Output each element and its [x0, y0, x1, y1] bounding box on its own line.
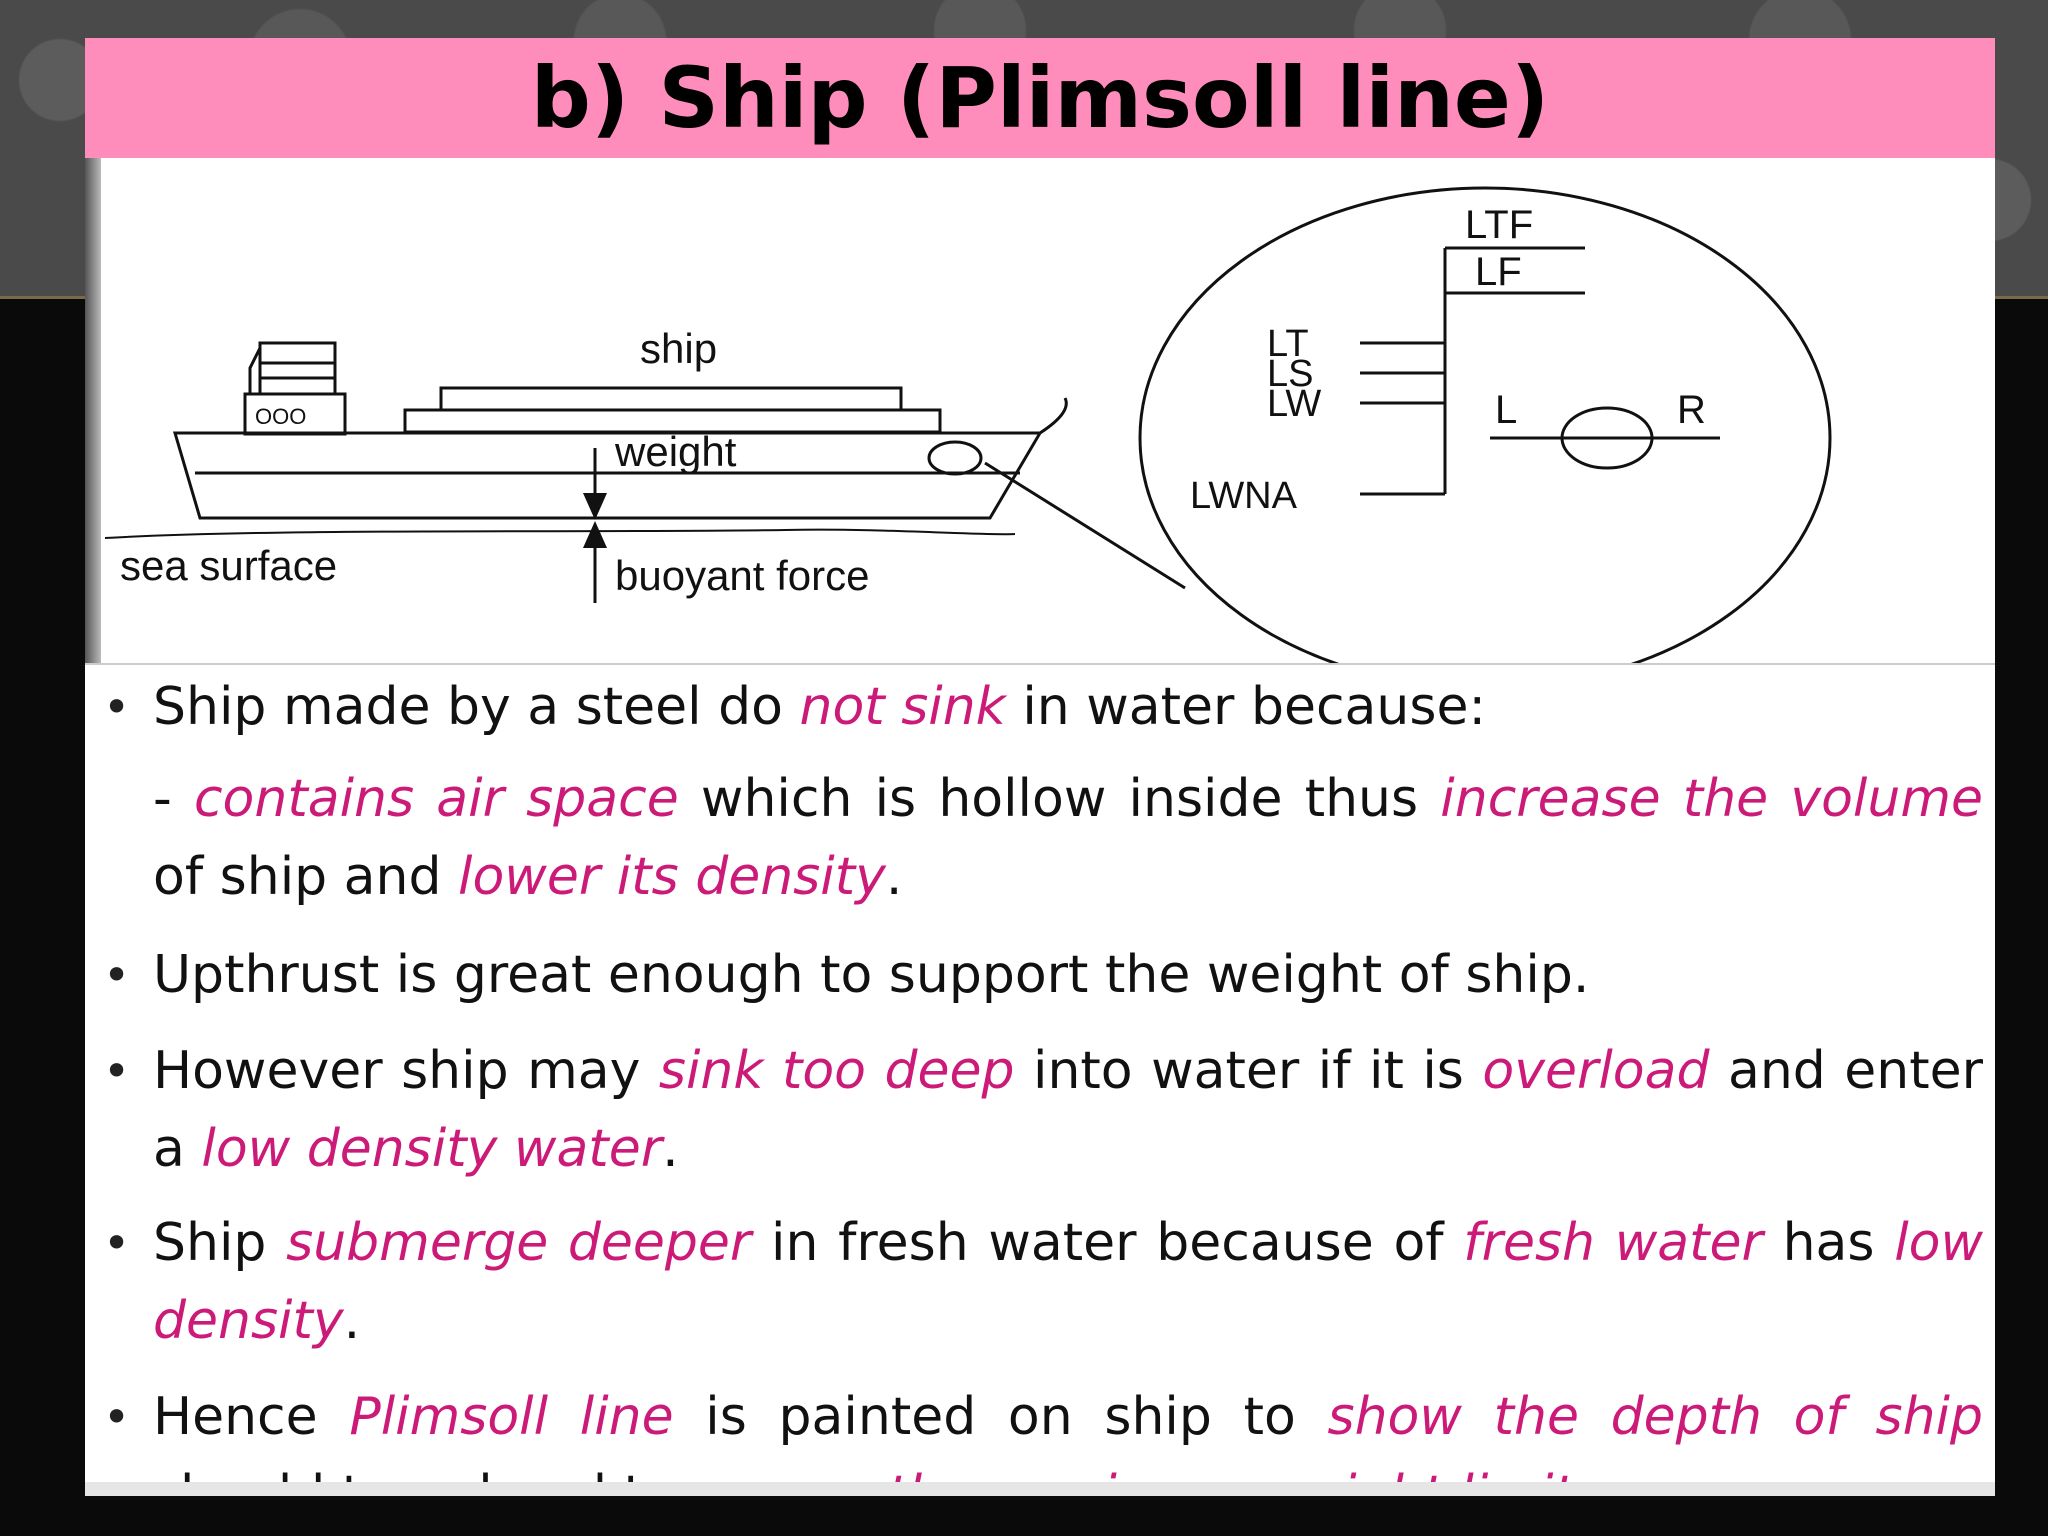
emphasis-text: Plimsoll line [349, 1387, 674, 1447]
diagram-edge-shadow [85, 158, 101, 663]
bullet-list: • Ship made by a steel do not sink in wa… [85, 668, 1995, 1496]
emphasis-text: show the depth of ship [1327, 1387, 1984, 1447]
mark-ltf: LTF [1465, 203, 1533, 247]
body-text: Ship [153, 1213, 287, 1273]
emphasis-text: sink too deep [658, 1041, 1015, 1101]
body-text: and enter a [153, 1041, 1983, 1179]
container-row-bottom [403, 408, 942, 434]
emphasis-text: not sink [799, 677, 1006, 737]
bullet-text: Ship submerge deeper in fresh water beca… [153, 1204, 1983, 1360]
plimsoll-disc [1560, 406, 1654, 470]
ship-funnel [248, 347, 262, 394]
body-text: . [343, 1291, 361, 1351]
ship-label: ship [640, 325, 717, 372]
mark-r: R [1677, 388, 1706, 432]
bullet-dot: • [103, 948, 131, 1002]
slide: b) Ship (Plimsoll line) [85, 38, 1995, 1496]
emphasis-text: contains air space [193, 769, 679, 829]
bullet-text: Hence Plimsoll line is painted on ship t… [153, 1378, 1983, 1496]
emphasis-text: lower its density [458, 847, 886, 907]
bullet-dot: • [103, 1390, 131, 1444]
diagram-separator [85, 663, 1995, 665]
title-bar: b) Ship (Plimsoll line) [85, 38, 1995, 158]
body-text: is painted on ship to [673, 1387, 1328, 1447]
body-text: - [153, 769, 194, 829]
ship-bridge [258, 341, 337, 396]
body-text: However ship may [153, 1041, 659, 1101]
body-text: of ship and [153, 847, 459, 907]
bullet-subtext: - contains air space which is hollow ins… [153, 760, 1983, 916]
bow-curl [1039, 397, 1068, 435]
emphasis-text: increase the volume [1440, 769, 1983, 829]
emphasis-text: submerge deeper [286, 1213, 752, 1273]
body-text: . [885, 847, 903, 907]
mark-lf: LF [1475, 250, 1522, 294]
body-text: into water if it is [1014, 1041, 1483, 1101]
sea-surface-label: sea surface [120, 542, 337, 589]
bullet-text: Ship made by a steel do not sink in wate… [153, 668, 1983, 746]
cabin-windows: OOO [255, 404, 306, 429]
sea-surface-line [104, 528, 1016, 539]
diagram-svg: OOO ship weight sea surface buoyant forc… [104, 186, 1832, 663]
slide-title: b) Ship (Plimsoll line) [530, 49, 1550, 147]
bullet-text: However ship may sink too deep into wate… [153, 1032, 1983, 1188]
slide-bottom-strip [85, 1482, 1995, 1496]
body-text: in fresh water because of [751, 1213, 1464, 1273]
emphasis-text: low density [153, 1213, 1983, 1351]
emphasis-text: low density water [201, 1119, 663, 1179]
body-text: which is hollow inside thus [678, 769, 1441, 829]
container-row-top [439, 386, 903, 412]
mark-l: L [1495, 388, 1517, 432]
mark-lt: LT [1267, 323, 1309, 365]
body-text: Hence [153, 1387, 350, 1447]
zoom-circle [1138, 186, 1832, 663]
body-text: Upthrust is great enough to support the … [153, 945, 1590, 1005]
cabin-window-label: OOO [255, 404, 306, 429]
bullet-text: Upthrust is great enough to support the … [153, 936, 1983, 1014]
weight-arrowhead [583, 493, 607, 520]
ship-diagram: OOO ship weight sea surface buoyant forc… [85, 158, 1995, 665]
body-text: Ship made by a steel do [153, 677, 800, 737]
emphasis-text: fresh water [1463, 1213, 1763, 1273]
emphasis-text: overload [1482, 1041, 1710, 1101]
bullet-dot: • [103, 1044, 131, 1098]
mark-lwna: LWNA [1190, 475, 1298, 517]
weight-label: weight [614, 428, 737, 475]
body-text: in water because: [1005, 677, 1486, 737]
buoyant-force-label: buoyant force [615, 552, 870, 599]
bullet-dot: • [103, 680, 131, 734]
mark-ls: LS [1267, 353, 1313, 395]
body-text: . [662, 1119, 679, 1179]
body-text: has [1762, 1213, 1895, 1273]
ship-hull [172, 431, 1043, 520]
bullet-dot: • [103, 1216, 131, 1270]
buoyant-arrowhead [583, 521, 607, 548]
plimsoll-porthole [927, 440, 983, 476]
mark-lw: LW [1267, 383, 1321, 425]
